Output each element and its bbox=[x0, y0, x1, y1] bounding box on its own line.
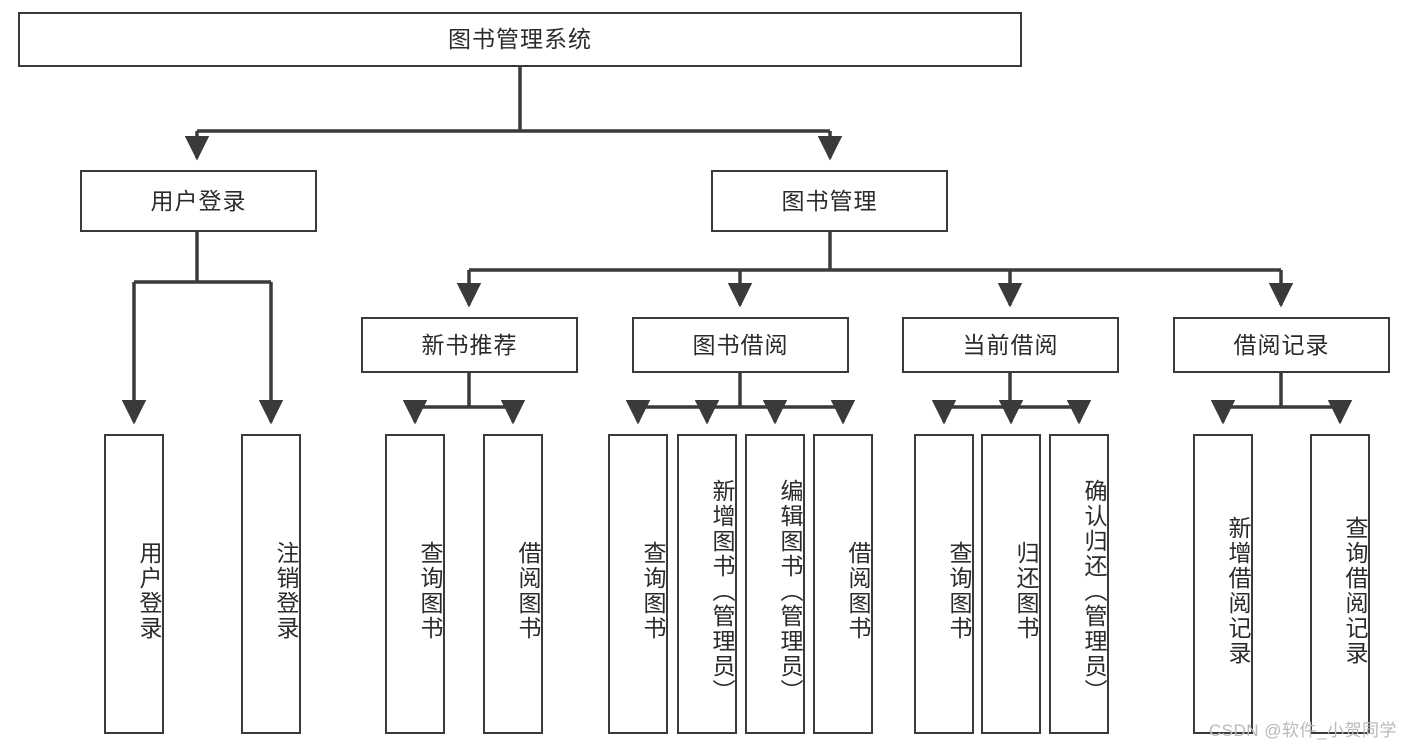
node-borrow-records[interactable]: 借阅记录 bbox=[1173, 317, 1390, 373]
node-leaf-borrow-record-query[interactable]: 查询借阅记录 bbox=[1310, 434, 1370, 734]
node-label: 当前借阅 bbox=[962, 331, 1059, 358]
connector-lines bbox=[121, 67, 1353, 425]
node-leaf-user-login-signin[interactable]: 用户登录 bbox=[104, 434, 164, 734]
node-leaf-current-borrow-confirm-return[interactable]: 确认归还（管理员） bbox=[1049, 434, 1109, 734]
node-current-borrow[interactable]: 当前借阅 bbox=[902, 317, 1119, 373]
node-label: 查询图书 bbox=[946, 541, 972, 641]
node-leaf-book-borrow-query[interactable]: 查询图书 bbox=[608, 434, 668, 734]
node-label: 借阅图书 bbox=[515, 541, 541, 641]
node-label: 借阅图书 bbox=[845, 541, 871, 641]
node-label: 图书管理 bbox=[781, 187, 878, 214]
node-leaf-book-borrow-add[interactable]: 新增图书（管理员） bbox=[677, 434, 737, 734]
node-label: 新书推荐 bbox=[421, 331, 518, 358]
node-book-management[interactable]: 图书管理 bbox=[711, 170, 948, 232]
node-label: 用户登录 bbox=[136, 541, 162, 641]
node-label: 查询图书 bbox=[417, 541, 443, 641]
node-leaf-current-borrow-query[interactable]: 查询图书 bbox=[914, 434, 974, 734]
node-label: 查询借阅记录 bbox=[1342, 516, 1368, 666]
node-label: 注销登录 bbox=[273, 541, 299, 641]
node-label: 图书借阅 bbox=[692, 331, 789, 358]
node-label: 新增借阅记录 bbox=[1225, 516, 1251, 666]
node-leaf-new-book-query[interactable]: 查询图书 bbox=[385, 434, 445, 734]
node-label: 编辑图书（管理员） bbox=[777, 478, 803, 704]
node-leaf-book-borrow-borrow[interactable]: 借阅图书 bbox=[813, 434, 873, 734]
node-label: 查询图书 bbox=[640, 541, 666, 641]
node-book-borrow[interactable]: 图书借阅 bbox=[632, 317, 849, 373]
node-label: 借阅记录 bbox=[1233, 331, 1330, 358]
node-leaf-new-book-borrow[interactable]: 借阅图书 bbox=[483, 434, 543, 734]
node-new-book-recommendation[interactable]: 新书推荐 bbox=[361, 317, 578, 373]
csdn-watermark: CSDN @软件_小贺同学 bbox=[1208, 721, 1397, 740]
node-label: 图书管理系统 bbox=[448, 26, 592, 52]
node-user-login[interactable]: 用户登录 bbox=[80, 170, 317, 232]
node-leaf-book-borrow-edit[interactable]: 编辑图书（管理员） bbox=[745, 434, 805, 734]
node-leaf-borrow-record-add[interactable]: 新增借阅记录 bbox=[1193, 434, 1253, 734]
node-leaf-current-borrow-return[interactable]: 归还图书 bbox=[981, 434, 1041, 734]
node-label: 新增图书（管理员） bbox=[709, 478, 735, 704]
node-label: 确认归还（管理员） bbox=[1081, 478, 1107, 704]
node-root-book-management-system[interactable]: 图书管理系统 bbox=[18, 12, 1022, 67]
node-label: 归还图书 bbox=[1013, 541, 1039, 641]
node-leaf-user-login-signout[interactable]: 注销登录 bbox=[241, 434, 301, 734]
node-label: 用户登录 bbox=[150, 187, 247, 214]
